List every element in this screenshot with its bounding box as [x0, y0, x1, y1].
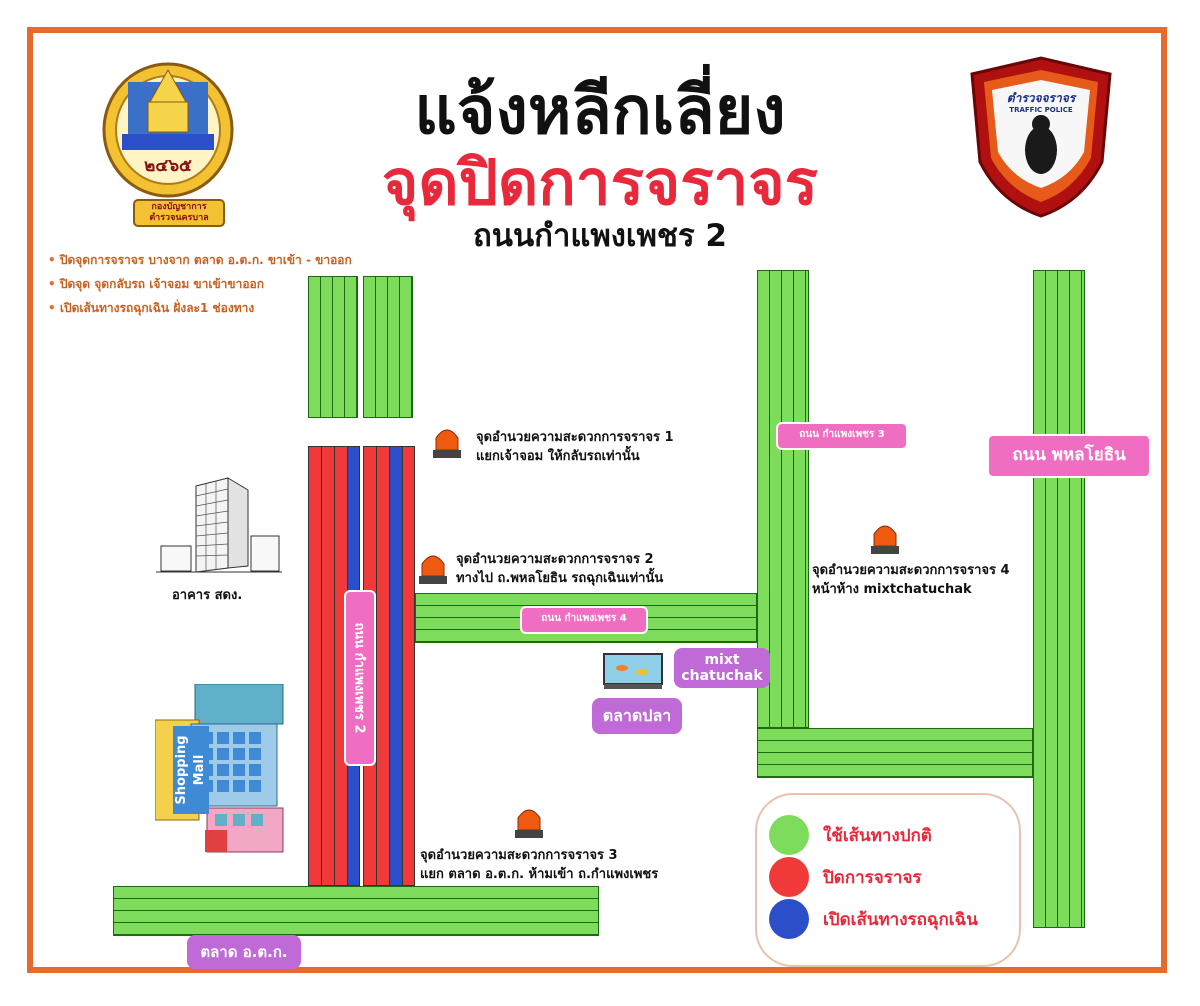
siren-icon	[871, 525, 899, 554]
legend-item-normal: ใช้เส้นทางปกติ	[769, 815, 932, 855]
aquarium-icon	[602, 650, 664, 690]
legend-item-closed: ปิดการจราจร	[769, 857, 922, 897]
mall-sign: Shopping Mall	[173, 726, 209, 814]
place-fish-market: ตลาดปลา	[592, 698, 682, 734]
road-label-phahonyothin: ถนน พหลโยธิน	[987, 434, 1151, 478]
legend-dot-blue	[769, 899, 809, 939]
seal-number: ๒๔๖๕	[144, 156, 192, 176]
place-building: อาคาร สดง.	[172, 588, 243, 603]
title-line-3: ถนนกำแพงเพชร 2	[473, 218, 727, 254]
kp2-road-north-left-green	[308, 276, 358, 418]
legend-label: ใช้เส้นทางปกติ	[823, 825, 932, 846]
place-ortorkor: ตลาด อ.ต.ก.	[187, 935, 301, 969]
metropolitan-police-seal: ๒๔๖๕ กองบัญชาการ ตำรวจนครบาล	[98, 52, 238, 227]
ortorkor-road-green	[113, 886, 599, 936]
checkpoint-3: จุดอำนวยความสะดวกการจราจร 3 แยก ตลาด อ.ต…	[420, 848, 659, 882]
road-label-kamphaeng-phet-4: ถนน กำแพงเพชร 4	[520, 606, 648, 634]
title-line-2: จุดปิดการจราจร	[382, 146, 818, 219]
siren-icon	[515, 809, 543, 838]
note-item: ปิดจุดการจราจร บางจาก ตลาด อ.ต.ก. ขาเข้า…	[48, 248, 352, 272]
seal-banner: กองบัญชาการ ตำรวจนครบาล	[149, 202, 209, 223]
legend-label: เปิดเส้นทางรถฉุกเฉิน	[823, 909, 978, 930]
kp3-road-green	[757, 270, 809, 728]
road-label-kamphaeng-phet-3: ถนน กำแพงเพชร 3	[776, 422, 908, 450]
checkpoint-4: จุดอำนวยความสะดวกการจราจร 4 หน้าห้าง mix…	[812, 563, 1010, 597]
legend-dot-red	[769, 857, 809, 897]
notes-list: ปิดจุดการจราจร บางจาก ตลาด อ.ต.ก. ขาเข้า…	[48, 248, 352, 320]
road-label-kamphaeng-phet-2: ถนน กำแพงเพชร 2	[344, 590, 376, 766]
siren-icon	[419, 555, 447, 584]
siren-icon	[433, 429, 461, 458]
badge-subtext: TRAFFIC POLICE	[1009, 106, 1073, 114]
note-item: เปิดเส้นทางรถฉุกเฉิน ฝั่งละ1 ช่องทาง	[48, 296, 352, 320]
checkpoint-2: จุดอำนวยความสะดวกการจราจร 2 ทางไป ถ.พหลโ…	[456, 552, 664, 586]
legend-item-emergency: เปิดเส้นทางรถฉุกเฉิน	[769, 899, 978, 939]
badge-text: ตำรวจจราจร	[1006, 91, 1076, 105]
building-sketch	[156, 476, 282, 576]
legend-label: ปิดการจราจร	[823, 867, 922, 888]
legend-dot-green	[769, 815, 809, 855]
legend: ใช้เส้นทางปกติ ปิดการจราจร เปิดเส้นทางรถ…	[755, 793, 1021, 967]
shopping-mall-illustration: Shopping Mall	[154, 683, 285, 856]
title-line-1: แจ้งหลีกเลี่ยง	[414, 72, 786, 149]
connector-road-green	[757, 728, 1033, 778]
note-item: ปิดจุด จุดกลับรถ เจ้าจอม ขาเข้าขาออก	[48, 272, 352, 296]
phahonyothin-road-green	[1033, 270, 1085, 928]
place-mixt-chatuchak: mixt chatuchak	[674, 648, 770, 688]
kp2-road-north-right-green	[363, 276, 413, 418]
checkpoint-1: จุดอำนวยความสะดวกการจราจร 1 แยกเจ้าจอม ใ…	[476, 430, 674, 464]
traffic-police-badge: ตำรวจจราจร TRAFFIC POLICE	[962, 52, 1120, 220]
